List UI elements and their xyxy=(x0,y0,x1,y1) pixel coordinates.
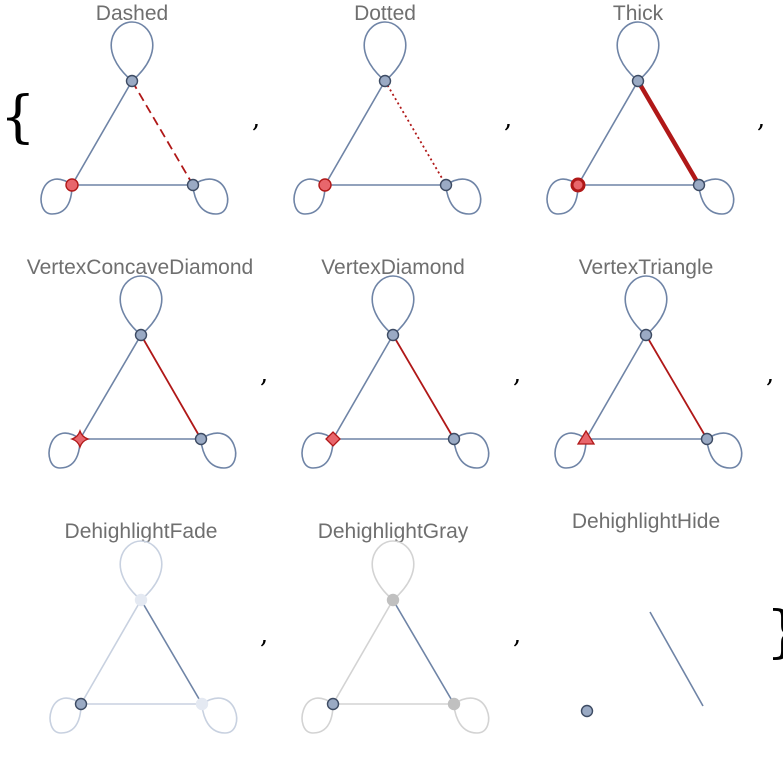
vertex-right xyxy=(700,432,714,446)
self-loop-right xyxy=(698,178,735,215)
self-loop-left xyxy=(554,432,587,469)
highlighted-edge xyxy=(140,334,202,440)
gray-vertex xyxy=(447,697,461,711)
panel-title: DehighlightFade xyxy=(65,520,218,543)
highlighted-vertex xyxy=(326,697,340,711)
highlighted-vertex xyxy=(318,178,332,192)
highlighted-edge xyxy=(392,599,455,705)
gray-self-loop-top xyxy=(371,540,415,601)
self-loop-top xyxy=(371,275,415,336)
vertex-top xyxy=(134,328,148,342)
self-loop-right xyxy=(192,178,229,215)
panel-dehighlight-hide: DehighlightHide xyxy=(572,510,720,718)
panel-vertex-diamond: VertexDiamond xyxy=(301,256,490,469)
panel-dehighlight-gray: DehighlightGray xyxy=(301,520,490,734)
self-loop-left xyxy=(40,178,73,215)
self-loop-left xyxy=(546,178,579,215)
faded-vertex xyxy=(195,697,209,711)
self-loop-right xyxy=(706,432,743,469)
highlighted-thick-edge xyxy=(636,79,701,187)
gray-vertex xyxy=(386,593,400,607)
vertex-right xyxy=(439,178,453,192)
edge-top-left xyxy=(332,334,394,440)
self-loop-left xyxy=(301,432,334,469)
concave-diamond-vertex xyxy=(69,428,91,450)
panel-title: VertexConcaveDiamond xyxy=(27,256,253,279)
vertex-right xyxy=(186,178,200,192)
highlighted-vertex xyxy=(74,697,88,711)
diamond-vertex xyxy=(325,431,341,447)
highlighted-dotted-edge xyxy=(384,80,447,186)
separator-comma: , xyxy=(757,104,765,134)
self-loop-left xyxy=(293,178,326,215)
panel-vertex-concave-diamond: VertexConcaveDiamond xyxy=(27,256,253,469)
highlighted-vertex xyxy=(580,704,594,718)
self-loop-right xyxy=(453,432,490,469)
gray-self-loop-left xyxy=(301,697,334,734)
panel-dehighlight-fade: DehighlightFade xyxy=(49,520,238,734)
faded-edge xyxy=(80,599,142,705)
highlighted-edge xyxy=(392,334,455,440)
separator-comma: , xyxy=(766,359,774,389)
highlighted-edge xyxy=(649,611,704,707)
self-loop-right xyxy=(200,432,237,469)
close-brace: } xyxy=(766,600,783,665)
gray-self-loop-right xyxy=(453,697,490,734)
edge-top-left xyxy=(585,334,647,440)
edge-top-left xyxy=(577,80,639,186)
panel-title: VertexTriangle xyxy=(579,256,714,279)
vertex-right xyxy=(447,432,461,446)
self-loop-left xyxy=(48,432,81,469)
panel-title: Dotted xyxy=(354,2,416,25)
vertex-top xyxy=(386,328,400,342)
self-loop-top xyxy=(110,21,154,82)
vertex-right xyxy=(692,178,706,192)
panel-title: DehighlightHide xyxy=(572,510,720,533)
panel-title: Dashed xyxy=(96,2,168,25)
panel-title: DehighlightGray xyxy=(318,520,469,543)
vertex-right xyxy=(194,432,208,446)
edge-top-left xyxy=(324,80,386,186)
panel-title: VertexDiamond xyxy=(321,256,465,279)
vertex-top xyxy=(631,74,645,88)
highlighted-dashed-edge xyxy=(131,80,194,186)
faded-vertex xyxy=(134,593,148,607)
panel-title: Thick xyxy=(613,2,664,25)
self-loop-top xyxy=(616,21,660,82)
panel-dotted: Dotted xyxy=(293,2,482,215)
highlighted-edge xyxy=(645,334,708,440)
separator-comma: , xyxy=(252,104,260,134)
edge-top-left xyxy=(71,80,133,186)
separator-comma: , xyxy=(513,620,521,650)
separator-comma: , xyxy=(513,359,521,389)
highlighted-vertex xyxy=(570,177,586,193)
self-loop-top xyxy=(119,275,163,336)
faded-self-loop-left xyxy=(49,697,82,734)
gray-edge xyxy=(332,599,394,705)
self-loop-top xyxy=(624,275,668,336)
vertex-top xyxy=(125,74,139,88)
panel-dashed: Dashed xyxy=(40,2,229,215)
faded-self-loop-right xyxy=(201,697,238,734)
triangle-vertex xyxy=(576,429,596,445)
highlighted-edge xyxy=(140,599,203,705)
vertex-top xyxy=(378,74,392,88)
separator-comma: , xyxy=(504,104,512,134)
highlighted-vertex xyxy=(65,178,79,192)
panel-vertex-triangle: VertexTriangle xyxy=(554,256,743,469)
self-loop-top xyxy=(363,21,407,82)
self-loop-right xyxy=(445,178,482,215)
open-brace: { xyxy=(0,85,36,150)
vertex-top xyxy=(639,328,653,342)
faded-self-loop-top xyxy=(119,540,163,601)
separator-comma: , xyxy=(260,359,268,389)
edge-top-left xyxy=(79,334,142,440)
separator-comma: , xyxy=(260,620,268,650)
panel-thick: Thick xyxy=(546,2,735,215)
